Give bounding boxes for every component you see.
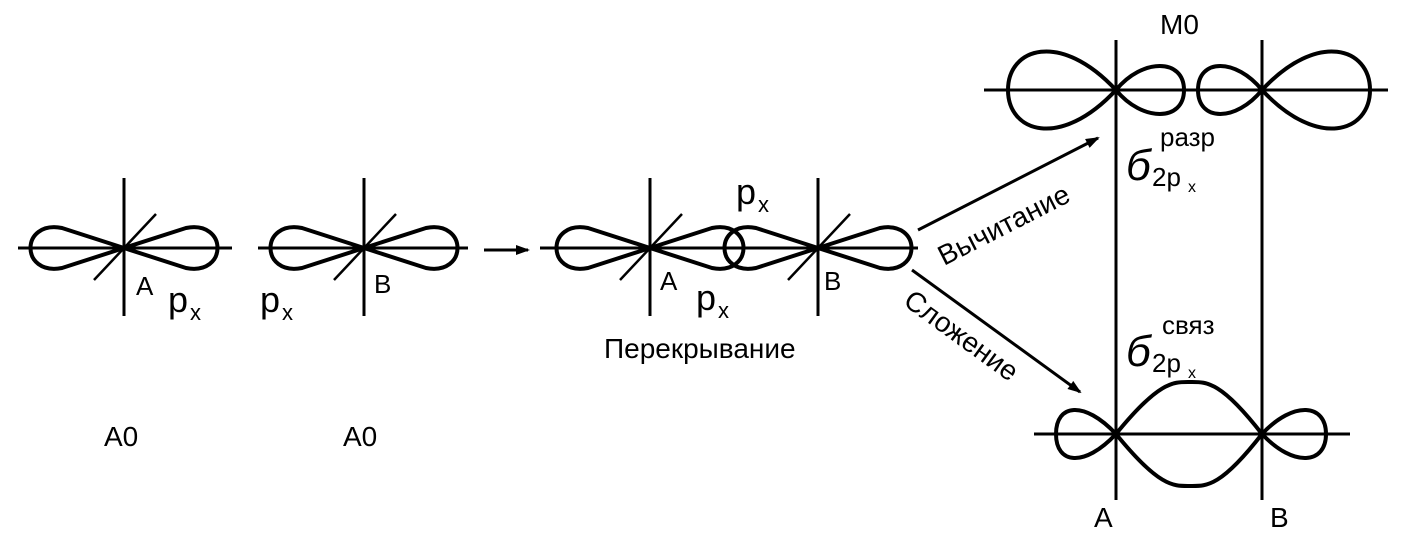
sigma-bonding-label: б 2p x связ [1126, 310, 1215, 382]
px-label: p [260, 279, 280, 320]
atom-label-b: В [824, 266, 841, 296]
px-subscript: x [758, 192, 769, 217]
atom-label-a: А [136, 271, 154, 301]
ao-label-2: А0 [343, 421, 377, 452]
atom-label-a: А [660, 266, 678, 296]
px-label: p [736, 171, 756, 212]
overlap-label: Перекрывание [604, 333, 796, 364]
molecular-orbitals [984, 40, 1388, 500]
atomic-orbital-b: В p x [258, 178, 468, 325]
atom-label-a-bottom: А [1094, 502, 1113, 533]
ao-label-1: А0 [104, 421, 138, 452]
subtract-label: Вычитание [933, 178, 1075, 271]
atom-label-b-bottom: В [1270, 502, 1289, 533]
atom-label-b: В [374, 269, 391, 299]
bonding-superscript: связ [1162, 310, 1215, 340]
px-label: p [168, 279, 188, 320]
sigma-antibonding-label: б 2p x разр [1126, 122, 1215, 196]
sigma-subscript: 2p [1152, 162, 1181, 192]
px-subscript: x [718, 298, 729, 323]
antibonding-superscript: разр [1160, 122, 1215, 152]
sigma-symbol: б [1126, 327, 1153, 376]
atomic-orbital-a: А p x [18, 178, 232, 325]
sigma-subscript-x: x [1188, 365, 1196, 382]
sigma-symbol: б [1126, 141, 1153, 190]
px-subscript: x [282, 300, 293, 325]
add-arrow [911, 268, 1082, 394]
px-subscript: x [190, 300, 201, 325]
sigma-subscript-x: x [1188, 179, 1196, 196]
mo-label: М0 [1160, 9, 1199, 40]
subtract-arrow [917, 136, 1100, 232]
add-label: Сложение [898, 284, 1024, 387]
px-label: p [696, 277, 716, 318]
overlap-orbitals: А В p x p x [540, 171, 918, 323]
sigma-subscript: 2p [1152, 348, 1181, 378]
